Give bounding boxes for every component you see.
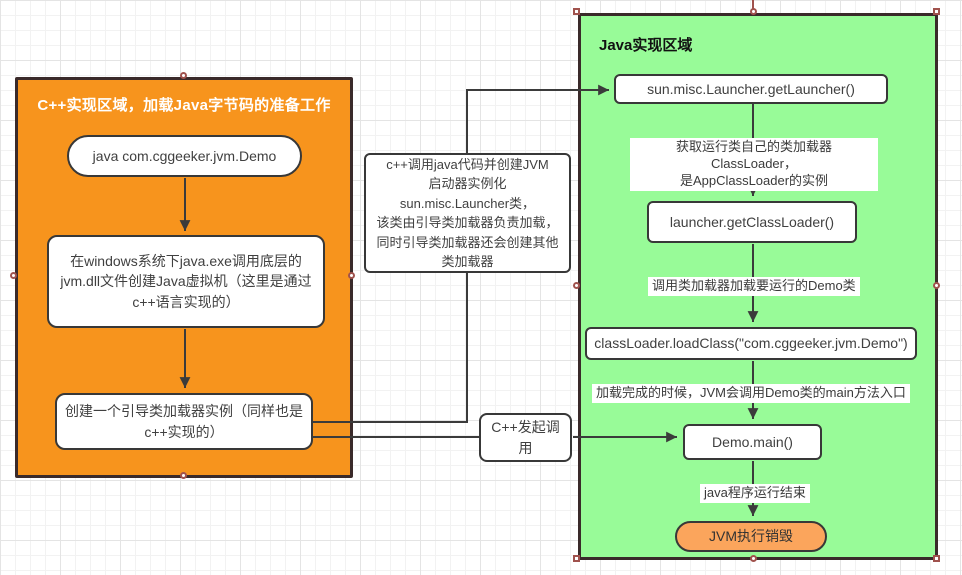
cpp-region-handle-bottom[interactable]	[180, 472, 187, 479]
node-jvm-destroy[interactable]: JVM执行销毁	[675, 521, 827, 552]
java-region-handle-bottom-right[interactable]	[933, 555, 940, 562]
java-region-handle-bottom[interactable]	[750, 555, 757, 562]
node-load-class[interactable]: classLoader.loadClass("com.cggeeker.jvm.…	[585, 327, 917, 360]
node-get-launcher[interactable]: sun.misc.Launcher.getLauncher()	[614, 74, 888, 104]
java-region-title: Java实现区域	[599, 37, 693, 54]
java-region-handle-top-right[interactable]	[933, 8, 940, 15]
label-end-desc[interactable]: java程序运行结束	[700, 484, 810, 503]
note-launcher-creation[interactable]: c++调用java代码并创建JVM 启动器实例化 sun.misc.Launch…	[364, 153, 571, 273]
node-java-command[interactable]: java com.cggeeker.jvm.Demo	[67, 135, 302, 177]
node-demo-main[interactable]: Demo.main()	[683, 424, 822, 460]
java-region-handle-bottom-left[interactable]	[573, 555, 580, 562]
java-region-handle-left[interactable]	[573, 282, 580, 289]
java-region-handle-right[interactable]	[933, 282, 940, 289]
node-bootstrap-loader[interactable]: 创建一个引导类加载器实例（同样也是 c++实现的）	[55, 393, 313, 450]
cpp-region-handle-left[interactable]	[10, 272, 17, 279]
java-region-handle-top-left[interactable]	[573, 8, 580, 15]
label-main-desc[interactable]: 加载完成的时候，JVM会调用Demo类的main方法入口	[592, 384, 910, 403]
node-get-classloader[interactable]: launcher.getClassLoader()	[647, 201, 857, 243]
node-jvm-dll[interactable]: 在windows系统下java.exe调用底层的 jvm.dll文件创建Java…	[47, 235, 325, 328]
cpp-region-handle-top[interactable]	[180, 72, 187, 79]
java-region-handle-top[interactable]	[750, 8, 757, 15]
edge-label-cpp-call[interactable]: C++发起调用	[479, 413, 572, 462]
cpp-region-handle-right[interactable]	[348, 272, 355, 279]
label-load-class-desc[interactable]: 调用类加载器加载要运行的Demo类	[648, 277, 860, 296]
cpp-region-title: C++实现区域，加载Java字节码的准备工作	[37, 97, 331, 114]
label-get-loader-desc[interactable]: 获取运行类自己的类加载器ClassLoader， 是AppClassLoader…	[630, 138, 878, 191]
